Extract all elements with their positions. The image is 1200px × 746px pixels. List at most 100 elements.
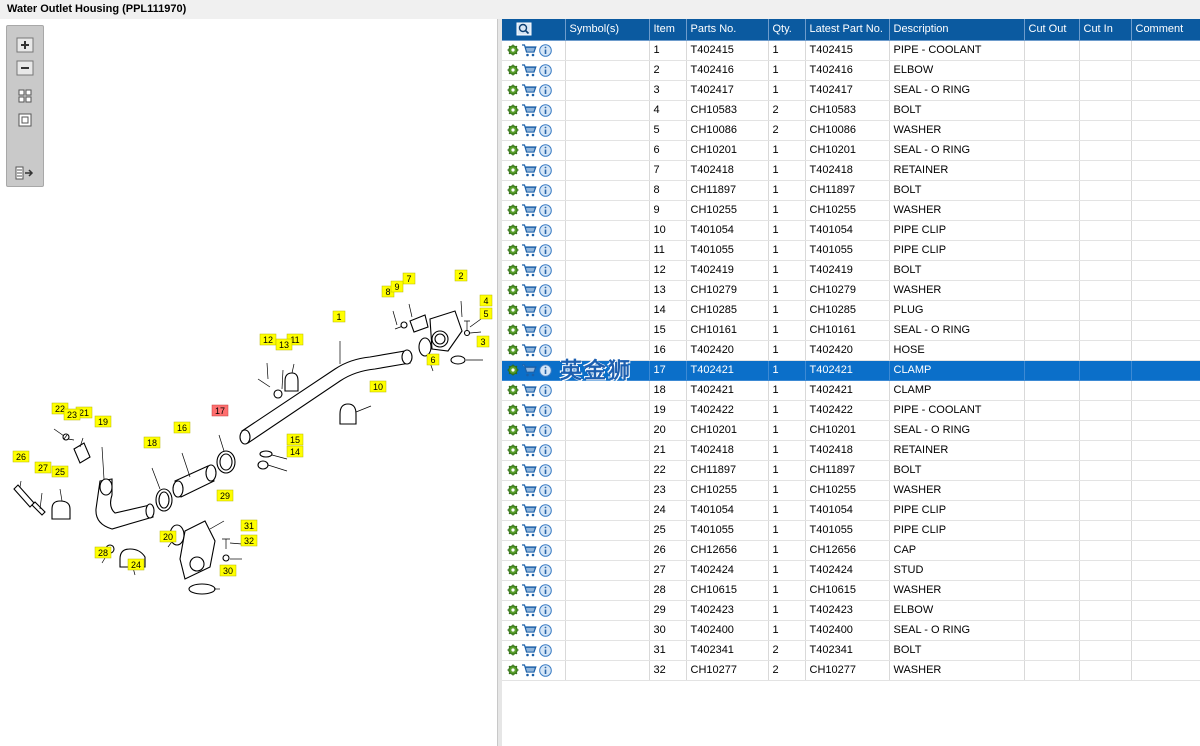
config-gear-icon[interactable] xyxy=(507,244,521,256)
config-gear-icon[interactable] xyxy=(507,364,521,376)
add-to-cart-icon[interactable] xyxy=(521,623,539,636)
config-gear-icon[interactable] xyxy=(507,444,521,456)
add-to-cart-icon[interactable] xyxy=(521,263,539,276)
config-gear-icon[interactable] xyxy=(507,404,521,416)
config-gear-icon[interactable] xyxy=(507,484,521,496)
add-to-cart-icon[interactable] xyxy=(521,503,539,516)
column-header-item[interactable]: Item xyxy=(649,19,687,41)
show-parts-button[interactable] xyxy=(15,164,35,182)
add-to-cart-icon[interactable] xyxy=(521,643,539,656)
config-gear-icon[interactable] xyxy=(507,604,521,616)
config-gear-icon[interactable] xyxy=(507,504,521,516)
config-gear-icon[interactable] xyxy=(507,664,521,676)
add-to-cart-icon[interactable] xyxy=(521,323,539,336)
add-to-cart-icon[interactable] xyxy=(521,183,539,196)
info-icon[interactable] xyxy=(539,243,554,257)
info-icon[interactable] xyxy=(539,603,554,617)
actual-size-button[interactable] xyxy=(15,111,35,129)
config-gear-icon[interactable] xyxy=(507,584,521,596)
info-icon[interactable] xyxy=(539,283,554,297)
add-to-cart-icon[interactable] xyxy=(521,303,539,316)
info-icon[interactable] xyxy=(539,63,554,77)
info-icon[interactable] xyxy=(539,563,554,577)
config-gear-icon[interactable] xyxy=(507,344,521,356)
add-to-cart-icon[interactable] xyxy=(521,83,539,96)
info-icon[interactable] xyxy=(539,583,554,597)
info-icon[interactable] xyxy=(539,643,554,657)
info-icon[interactable] xyxy=(539,123,554,137)
column-header-cut-out[interactable]: Cut Out xyxy=(1024,19,1080,41)
info-icon[interactable] xyxy=(539,83,554,97)
add-to-cart-icon[interactable] xyxy=(521,63,539,76)
info-icon[interactable] xyxy=(539,263,554,277)
config-gear-icon[interactable] xyxy=(507,424,521,436)
info-icon[interactable] xyxy=(539,623,554,637)
info-icon[interactable] xyxy=(539,163,554,177)
column-header-latest-part-no[interactable]: Latest Part No. xyxy=(805,19,890,41)
add-to-cart-icon[interactable] xyxy=(521,383,539,396)
config-gear-icon[interactable] xyxy=(507,464,521,476)
config-gear-icon[interactable] xyxy=(507,524,521,536)
add-to-cart-icon[interactable] xyxy=(521,43,539,56)
column-header-qty[interactable]: Qty. xyxy=(768,19,806,41)
add-to-cart-icon[interactable] xyxy=(521,583,539,596)
info-icon[interactable] xyxy=(539,503,554,517)
config-gear-icon[interactable] xyxy=(507,64,521,76)
config-gear-icon[interactable] xyxy=(507,164,521,176)
info-icon[interactable] xyxy=(539,403,554,417)
add-to-cart-icon[interactable] xyxy=(521,223,539,236)
config-gear-icon[interactable] xyxy=(507,44,521,56)
add-to-cart-icon[interactable] xyxy=(521,143,539,156)
add-to-cart-icon[interactable] xyxy=(521,563,539,576)
add-to-cart-icon[interactable] xyxy=(521,523,539,536)
fit-all-button[interactable] xyxy=(15,87,35,105)
config-gear-icon[interactable] xyxy=(507,544,521,556)
add-to-cart-icon[interactable] xyxy=(521,363,539,376)
info-icon[interactable] xyxy=(539,423,554,437)
pane-splitter[interactable] xyxy=(498,19,502,746)
add-to-cart-icon[interactable] xyxy=(521,403,539,416)
zoom-in-button[interactable] xyxy=(15,36,35,54)
add-to-cart-icon[interactable] xyxy=(521,243,539,256)
info-icon[interactable] xyxy=(539,303,554,317)
info-icon[interactable] xyxy=(539,143,554,157)
info-icon[interactable] xyxy=(539,103,554,117)
column-header-icons[interactable] xyxy=(502,19,566,41)
info-icon[interactable] xyxy=(539,523,554,537)
info-icon[interactable] xyxy=(539,663,554,677)
config-gear-icon[interactable] xyxy=(507,644,521,656)
column-header-cut-in[interactable]: Cut In xyxy=(1079,19,1132,41)
info-icon[interactable] xyxy=(539,543,554,557)
config-gear-icon[interactable] xyxy=(507,304,521,316)
add-to-cart-icon[interactable] xyxy=(521,423,539,436)
config-gear-icon[interactable] xyxy=(507,264,521,276)
info-icon[interactable] xyxy=(539,323,554,337)
add-to-cart-icon[interactable] xyxy=(521,443,539,456)
info-icon[interactable] xyxy=(539,203,554,217)
info-icon[interactable] xyxy=(539,43,554,57)
